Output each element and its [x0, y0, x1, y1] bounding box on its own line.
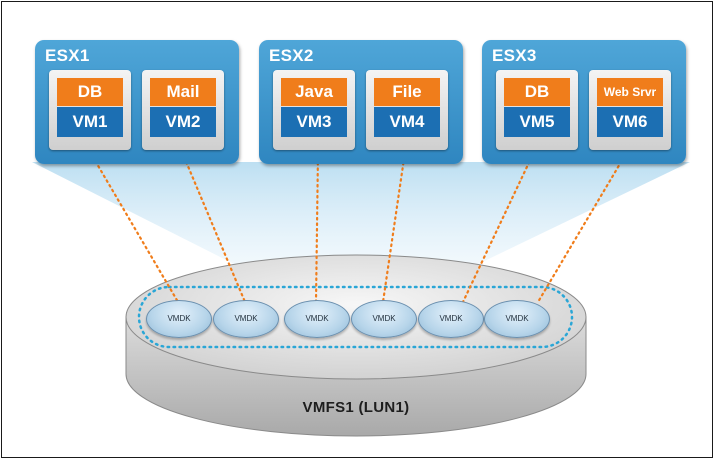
vm-app-label: Java: [281, 78, 347, 106]
vm2-box: Mail VM2: [142, 70, 224, 150]
vm-app-label: File: [374, 78, 440, 106]
vmdk-disk-6: VMDK: [484, 300, 550, 338]
datastore-label: VMFS1 (LUN1): [302, 399, 410, 416]
esx2-host: ESX2 Java VM3 File VM4: [259, 40, 463, 164]
link-vm2: [180, 150, 247, 304]
host-to-datastore-beam: [32, 162, 690, 267]
link-vm6: [536, 150, 629, 304]
vm-id-label: VM4: [374, 107, 440, 137]
link-vm4: [381, 150, 407, 304]
vm-app-label: Mail: [150, 78, 216, 106]
vm1-box: DB VM1: [49, 70, 131, 150]
vmdk-disk-2: VMDK: [213, 300, 279, 338]
link-vm1: [88, 150, 180, 304]
vmdk-disk-4: VMDK: [351, 300, 417, 338]
host-label: ESX2: [269, 46, 314, 65]
vm-vmdk-links: [88, 150, 629, 304]
vm-app-label: DB: [57, 78, 123, 106]
vm-app-label: Web Srvr: [597, 78, 663, 106]
vm-id-label: VM3: [281, 107, 347, 137]
vm-id-label: VM6: [597, 107, 663, 137]
vm-id-label: VM5: [504, 107, 570, 137]
vmdk-disk-5: VMDK: [418, 300, 484, 338]
host-label: ESX3: [492, 46, 537, 65]
link-vm5: [461, 150, 536, 304]
host-label: ESX1: [45, 46, 90, 65]
esx3-host: ESX3 DB VM5 Web Srvr VM6: [482, 40, 686, 164]
vmdk-disk-3: VMDK: [284, 300, 350, 338]
vm-id-label: VM1: [57, 107, 123, 137]
vmdk-group-outline: [137, 285, 574, 349]
esx1-host: ESX1 DB VM1 Mail VM2: [35, 40, 239, 164]
vm6-box: Web Srvr VM6: [589, 70, 671, 150]
vm-id-label: VM2: [150, 107, 216, 137]
vm3-box: Java VM3: [273, 70, 355, 150]
vm4-box: File VM4: [366, 70, 448, 150]
vm-app-label: DB: [504, 78, 570, 106]
vm5-box: DB VM5: [496, 70, 578, 150]
vmdk-disk-1: VMDK: [146, 300, 212, 338]
